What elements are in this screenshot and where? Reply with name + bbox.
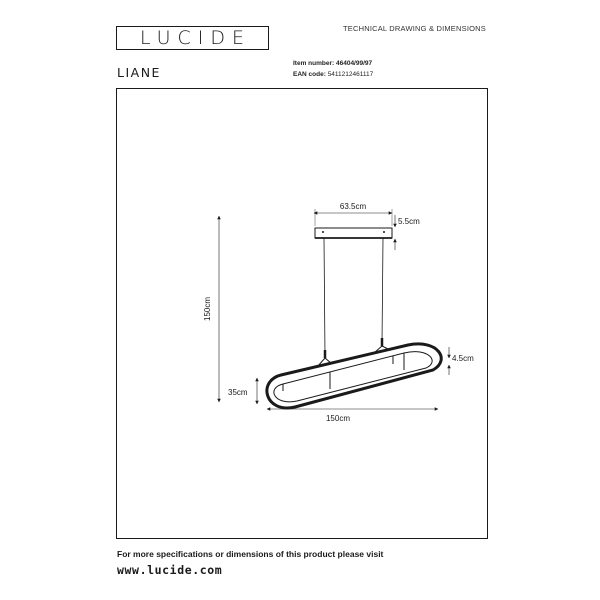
dim-label-canopy-width: 63.5cm bbox=[340, 202, 367, 211]
item-number-label: Item number: bbox=[293, 60, 335, 67]
ean-code-label: EAN code: bbox=[293, 71, 326, 78]
dimension-canopy-width: 63.5cm bbox=[313, 202, 393, 226]
dimension-ring-width: 150cm bbox=[266, 407, 439, 423]
dimension-total-height: 150cm bbox=[203, 215, 221, 403]
dim-label-ring-height: 4.5cm bbox=[452, 354, 474, 363]
dim-label-total-height: 150cm bbox=[203, 297, 212, 321]
suspension-cable-left bbox=[323, 237, 326, 357]
item-number: Item number: 46404/99/97 bbox=[293, 60, 372, 67]
logo-text: LUCIDE bbox=[139, 26, 252, 49]
dim-label-ring-depth: 35cm bbox=[228, 388, 248, 397]
drawing-frame bbox=[116, 88, 488, 539]
item-number-value: 46404/99/97 bbox=[335, 60, 373, 67]
lucide-logo: LUCIDE bbox=[116, 26, 269, 50]
ean-code: EAN code: 5411212461117 bbox=[293, 71, 373, 78]
ean-code-value: 5411212461117 bbox=[327, 71, 374, 78]
dimension-ring-depth: 35cm bbox=[228, 377, 259, 405]
suspension-cable-right bbox=[381, 237, 384, 345]
product-name: LIANE bbox=[117, 65, 161, 80]
website-link[interactable]: www.lucide.com bbox=[117, 563, 223, 577]
document-type: TECHNICAL DRAWING & DIMENSIONS bbox=[343, 24, 486, 33]
dim-label-canopy-height: 5.5cm bbox=[398, 217, 420, 226]
footer-note: For more specifications or dimensions of… bbox=[117, 549, 384, 559]
dimension-ring-height: 4.5cm bbox=[447, 347, 474, 375]
dim-label-ring-width: 150cm bbox=[326, 414, 350, 423]
dimension-canopy-height: 5.5cm bbox=[393, 215, 420, 250]
oval-ring bbox=[265, 342, 443, 410]
canopy bbox=[314, 227, 393, 239]
